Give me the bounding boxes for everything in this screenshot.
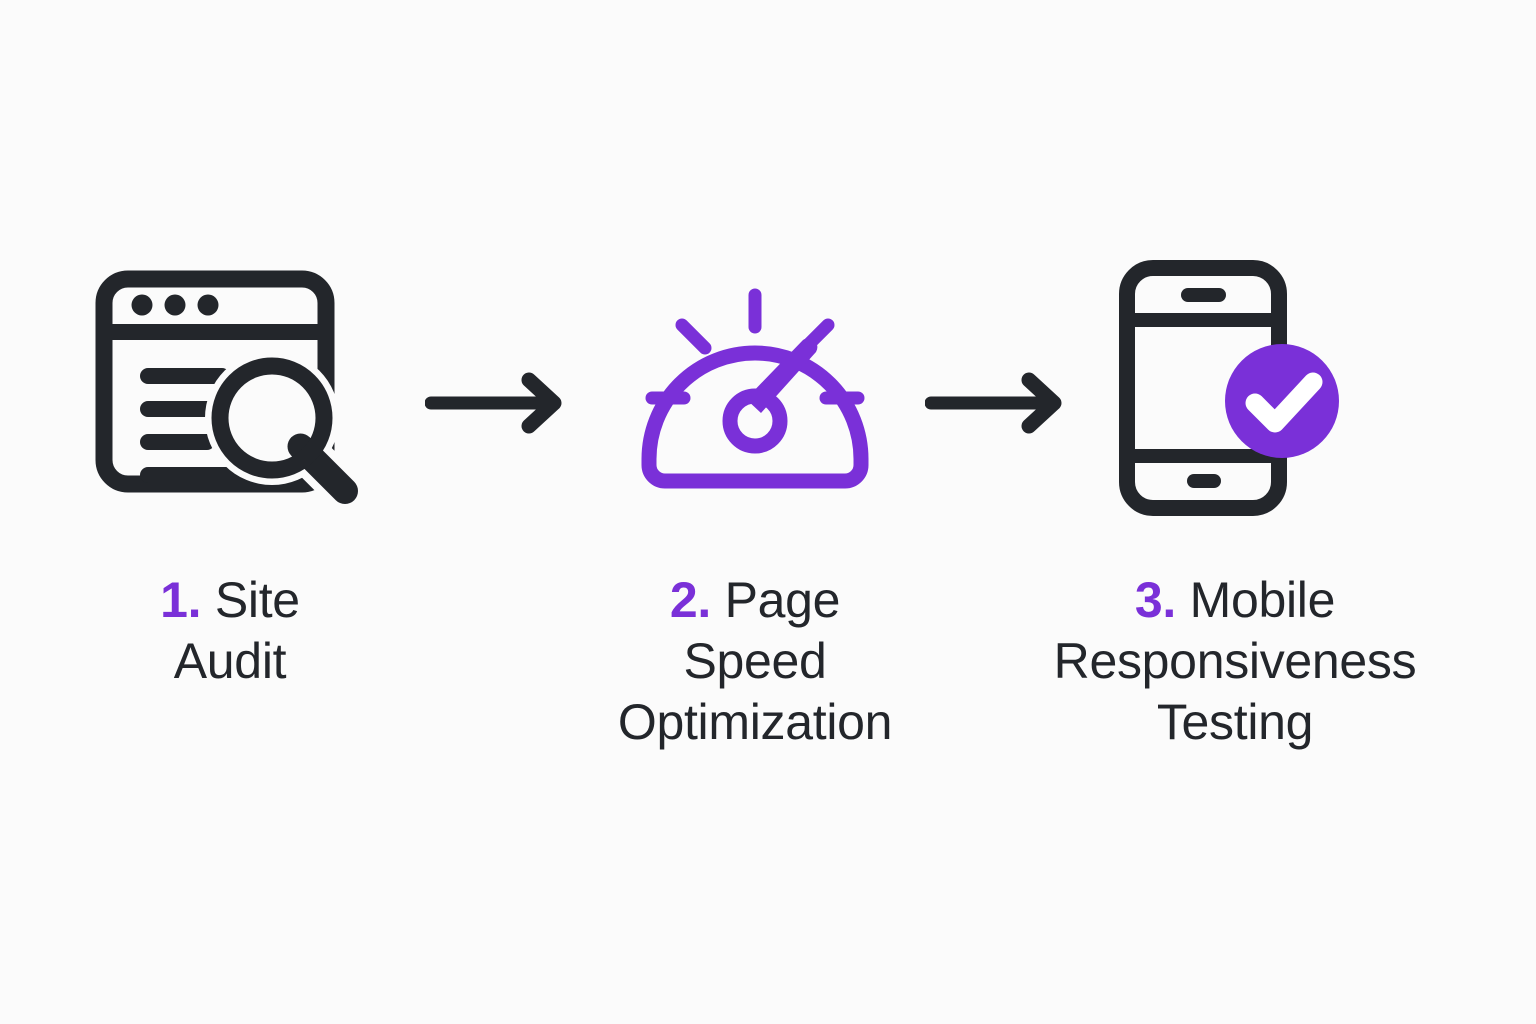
step-2-number: 2.	[669, 572, 711, 628]
step-1: 1. Site Audit	[80, 255, 380, 692]
step-2-icon-box	[630, 255, 880, 520]
arrow-step2-to-step3	[924, 372, 1070, 439]
arrow-right-icon	[424, 372, 562, 434]
step-3-label-line3: Testing	[1156, 694, 1314, 750]
step-3: 3. Mobile Responsiveness Testing	[1035, 255, 1435, 753]
step-2-label-line1: Page Speed	[683, 572, 841, 689]
mobile-phone-check-icon	[1119, 259, 1339, 516]
arrow-right-icon	[924, 372, 1062, 434]
speedometer-icon	[641, 288, 869, 488]
step-3-icon-box	[1115, 255, 1355, 520]
step-3-label-line2: Responsiveness	[1053, 633, 1417, 689]
step-2: 2. Page Speed Optimization	[595, 255, 915, 753]
step-2-label-line2: Optimization	[617, 694, 893, 750]
step-2-caption: 2. Page Speed Optimization	[595, 570, 915, 753]
step-1-icon-box	[95, 255, 365, 520]
step-3-caption: 3. Mobile Responsiveness Testing	[1054, 570, 1417, 753]
arrow-step1-to-step2	[424, 372, 570, 439]
step-1-caption: 1. Site Audit	[160, 570, 300, 692]
step-3-number: 3.	[1134, 572, 1176, 628]
step-1-number: 1.	[160, 572, 202, 628]
step-3-label-line1: Mobile	[1189, 572, 1336, 628]
step-1-label-line1: Site	[214, 572, 300, 628]
browser-window-search-icon	[95, 270, 365, 505]
step-1-label-line2: Audit	[173, 633, 287, 689]
